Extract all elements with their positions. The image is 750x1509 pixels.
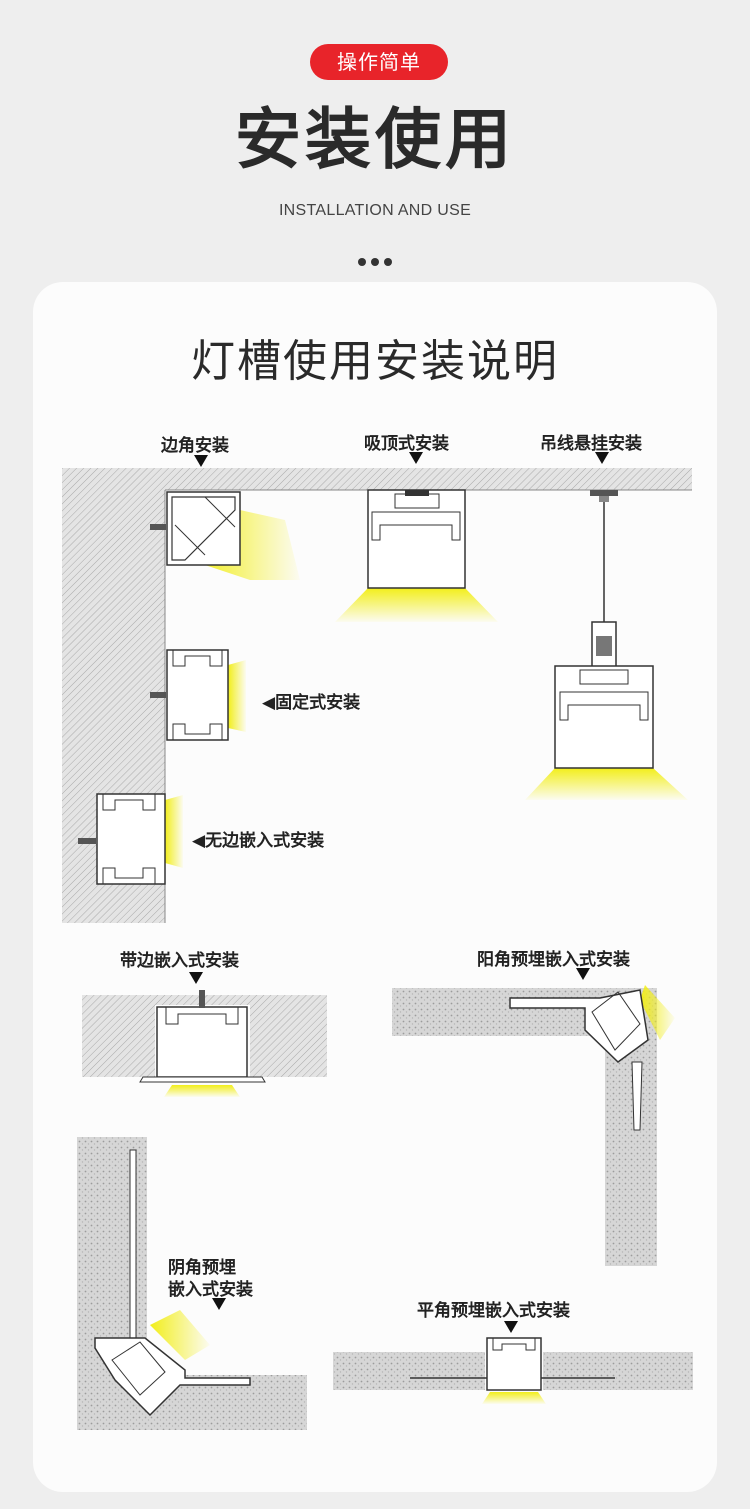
label-corner: 边角安装 <box>161 436 229 456</box>
frameless-profile <box>78 793 183 885</box>
down-arrow-icons <box>189 452 609 1333</box>
flanged-recessed-profile <box>82 990 327 1097</box>
card-title: 灯槽使用安装说明 <box>191 336 559 387</box>
label-inner-corner-1: 阴角预埋 <box>168 1258 236 1278</box>
pendant-profile <box>525 490 688 800</box>
label-outer-corner: 阳角预埋嵌入式安装 <box>477 950 630 970</box>
ceiling-mount-profile <box>335 489 498 622</box>
feature-badge: 操作简单 <box>310 44 448 80</box>
label-pendant: 吊线悬挂安装 <box>540 434 642 454</box>
label-flat-corner: 平角预埋嵌入式安装 <box>417 1301 570 1321</box>
page-title: 安装使用 <box>235 101 515 178</box>
inner-corner-profile <box>77 1137 307 1430</box>
fixed-mount-profile <box>150 649 246 741</box>
outer-corner-profile <box>392 985 675 1266</box>
dots-divider <box>358 251 397 270</box>
corner-profile <box>150 491 300 580</box>
label-frameless: ◀无边嵌入式安装 <box>192 831 325 851</box>
label-fixed: ◀固定式安装 <box>262 693 361 713</box>
label-ceiling: 吸顶式安装 <box>364 434 449 454</box>
flat-corner-profile <box>333 1336 693 1404</box>
page-subtitle: INSTALLATION AND USE <box>278 202 472 219</box>
label-inner-corner-2: 嵌入式安装 <box>168 1280 253 1300</box>
label-flanged: 带边嵌入式安装 <box>120 951 239 971</box>
